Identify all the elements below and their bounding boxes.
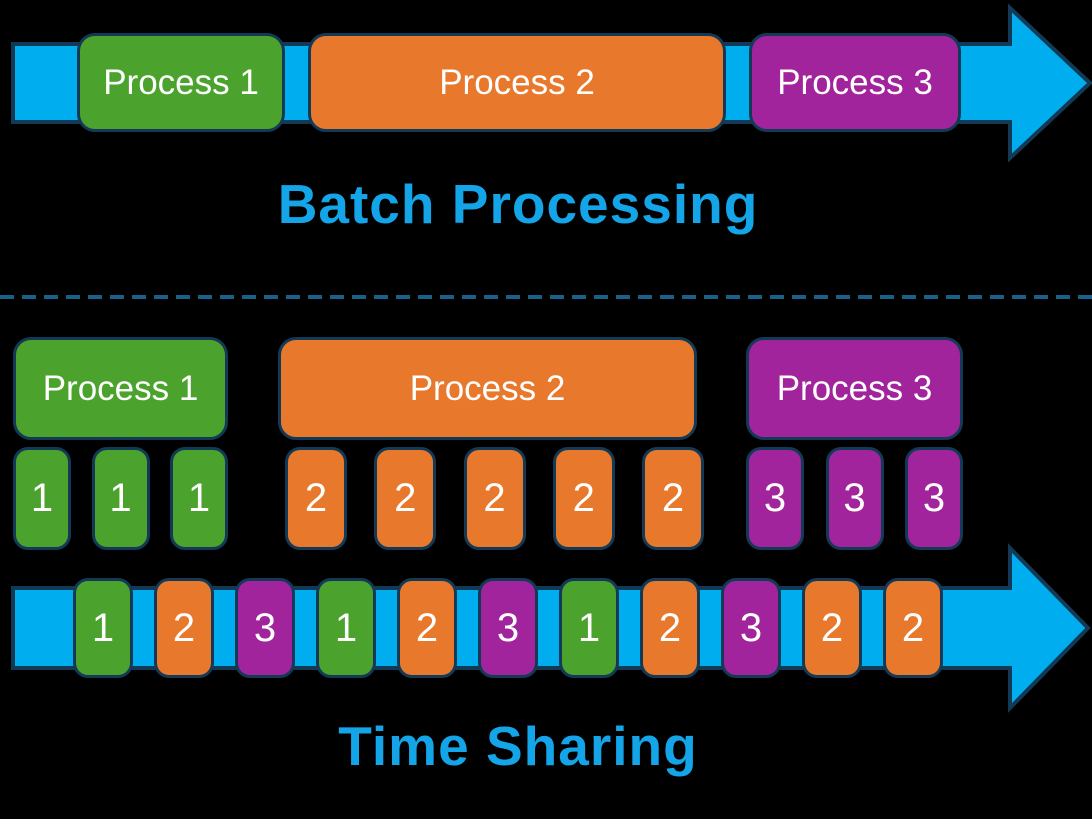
ts-slice: 3 xyxy=(825,447,884,550)
ts-slice: 1 xyxy=(13,447,71,550)
batch-process-2-label: Process 2 xyxy=(439,62,595,102)
ts-slice: 3 xyxy=(746,447,804,550)
ts-process-1-slice-row: 1 1 1 xyxy=(13,447,228,550)
ts-process-1-label: Process 1 xyxy=(42,368,199,408)
timeline-slot: 2 xyxy=(397,578,457,678)
time-sharing-title: Time Sharing xyxy=(338,715,698,777)
ts-slice: 2 xyxy=(285,447,347,550)
ts-slice: 2 xyxy=(463,447,526,550)
ts-process-2-box: Process 2 xyxy=(278,337,697,440)
ts-slice: 1 xyxy=(170,447,228,550)
batch-process-1-label: Process 1 xyxy=(103,62,259,102)
batch-process-3-box: Process 3 xyxy=(749,33,961,132)
timeline-slot: 3 xyxy=(721,578,781,678)
ts-slice: 2 xyxy=(374,447,437,550)
ts-process-3-box: Process 3 xyxy=(746,337,963,440)
batch-processing-title: Batch Processing xyxy=(277,173,759,235)
ts-process-3-label: Process 3 xyxy=(776,368,933,408)
timeline-slot: 2 xyxy=(154,578,214,678)
ts-process-2-label: Process 2 xyxy=(409,368,566,408)
timeline-slot: 1 xyxy=(73,578,133,678)
ts-process-3-slice-row: 3 3 3 xyxy=(746,447,963,550)
ts-slice: 3 xyxy=(905,447,963,550)
timeline-slot: 1 xyxy=(316,578,376,678)
ts-slice: 2 xyxy=(552,447,615,550)
batch-process-2-box: Process 2 xyxy=(308,33,726,132)
ts-slice: 1 xyxy=(91,447,150,550)
timeline-slot: 3 xyxy=(478,578,538,678)
ts-process-1-box: Process 1 xyxy=(13,337,228,440)
ts-process-2-slice-row: 2 2 2 2 2 xyxy=(285,447,704,550)
timeline-slot: 3 xyxy=(235,578,295,678)
timeline-slot: 2 xyxy=(802,578,862,678)
ts-slice: 2 xyxy=(642,447,704,550)
timeline-slot: 2 xyxy=(640,578,700,678)
timeline-slot: 2 xyxy=(883,578,943,678)
batch-process-3-label: Process 3 xyxy=(777,62,933,102)
batch-process-1-box: Process 1 xyxy=(77,33,285,132)
timeline-slot: 1 xyxy=(559,578,619,678)
